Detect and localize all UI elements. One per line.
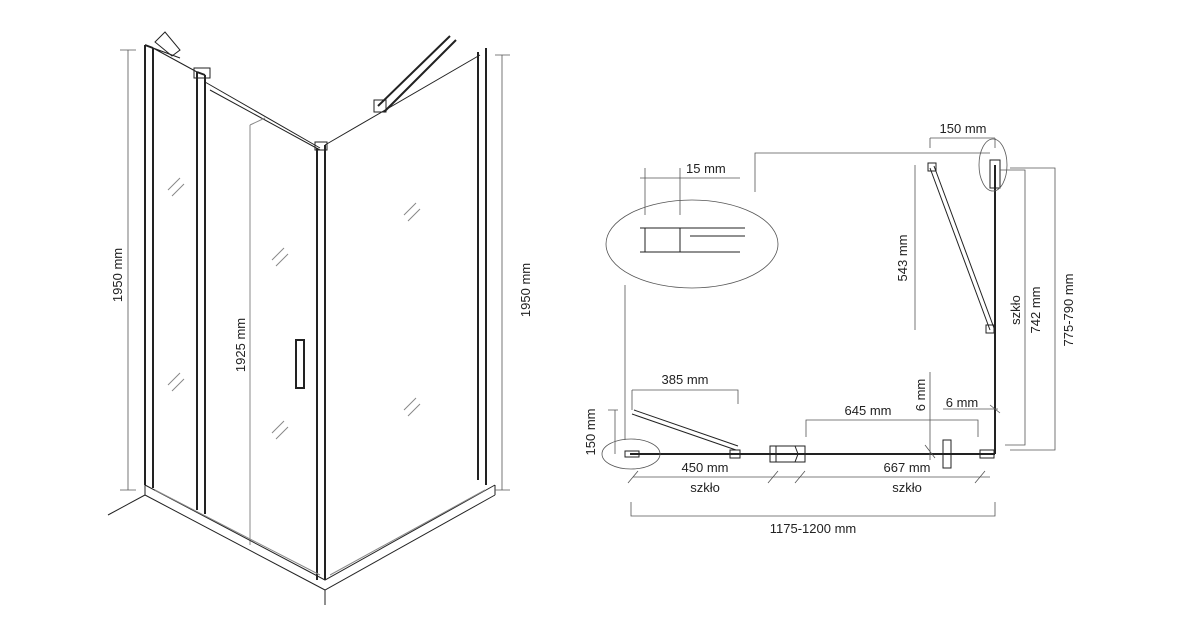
height-right-label: 1950 mm bbox=[518, 263, 533, 317]
door-glass-width-label: 667 mm bbox=[884, 460, 931, 475]
brace-left-length-label: 385 mm bbox=[662, 372, 709, 387]
brace-right-length-label: 543 mm bbox=[895, 235, 910, 282]
detail-top-width-label: 150 mm bbox=[940, 121, 987, 136]
stabilizer-bar bbox=[377, 35, 457, 113]
side-glass-width-label: 742 mm bbox=[1028, 287, 1043, 334]
fixed-glass-width-label: 450 mm bbox=[682, 460, 729, 475]
gap-horizontal-label: 6 mm bbox=[946, 395, 979, 410]
door-handle-plan bbox=[942, 439, 952, 469]
profile-detail-callout bbox=[605, 199, 779, 289]
profile-width-label: 15 mm bbox=[686, 161, 726, 176]
side-glass-label: szkło bbox=[1008, 295, 1023, 325]
door-handle bbox=[295, 339, 305, 389]
fixed-glass-label: szkło bbox=[690, 480, 720, 495]
height-left-label: 1950 mm bbox=[110, 248, 125, 302]
total-width-label: 1175-1200 mm bbox=[770, 521, 856, 536]
door-glass-label: szkło bbox=[892, 480, 922, 495]
detail-left-offset-label: 150 mm bbox=[583, 409, 598, 456]
plan-view: 15 mm 150 mm 543 mm szkło 742 mm 775-790… bbox=[583, 121, 1076, 536]
door-width-label: 645 mm bbox=[845, 403, 892, 418]
side-total-width-label: 775-790 mm bbox=[1061, 274, 1076, 347]
brace-left bbox=[631, 409, 739, 451]
isometric-view: 1950 mm 1925 mm 1950 mm bbox=[107, 31, 533, 605]
top-bracket bbox=[193, 67, 211, 79]
gap-vertical-label: 6 mm bbox=[913, 379, 928, 412]
brace-right bbox=[929, 165, 995, 331]
wall-bracket-left bbox=[154, 31, 181, 57]
height-door-label: 1925 mm bbox=[233, 318, 248, 372]
